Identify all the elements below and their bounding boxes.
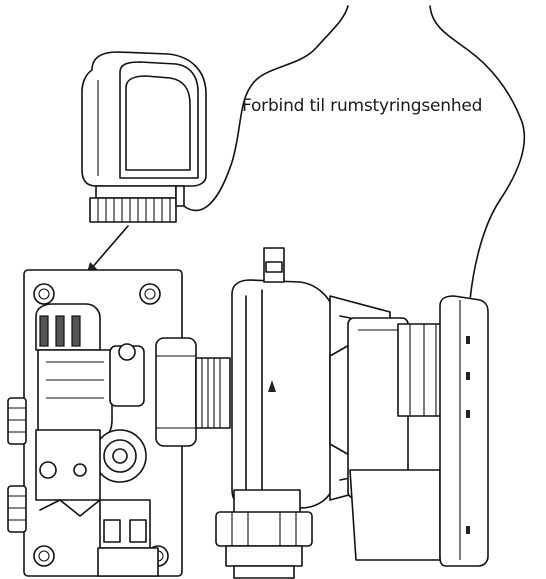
actuator-cable (177, 5, 349, 212)
mount-arrow (86, 225, 129, 276)
thermal-actuator-icon (81, 51, 207, 223)
connection-callout-label: Forbind til rumstyringsenhed (242, 96, 483, 116)
manifold-valve-block-icon (7, 269, 183, 577)
union-nut (155, 337, 231, 447)
circulation-pump-icon (215, 247, 489, 579)
pump-cable (429, 5, 526, 301)
